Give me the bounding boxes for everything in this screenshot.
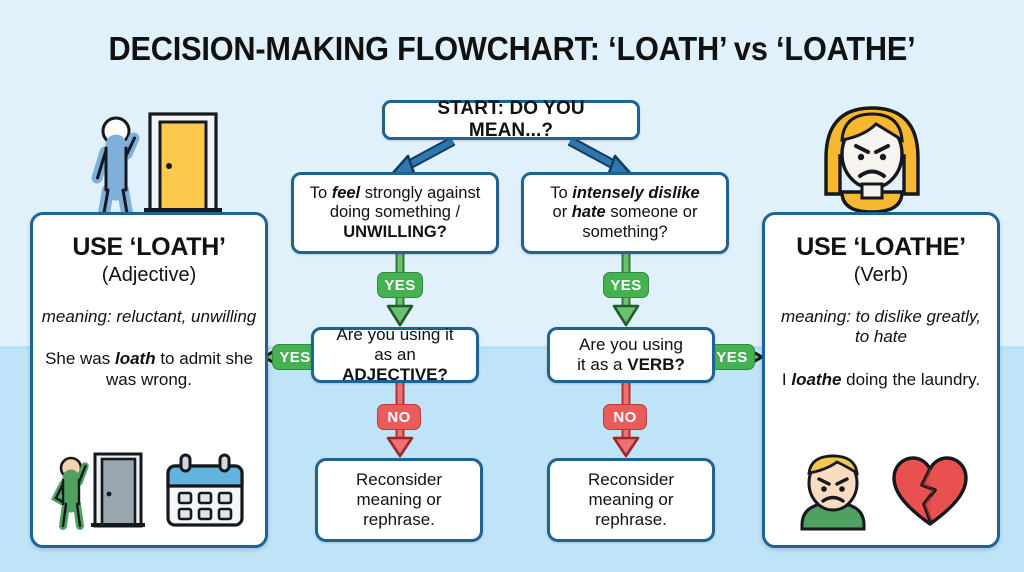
result-panel-loath-example: She was loath to admit she was wrong. — [33, 349, 265, 390]
q-right-l2-pre: or — [552, 203, 572, 222]
loathe-example-pre: I — [781, 369, 792, 389]
badge-no-left-branch: NO — [377, 404, 421, 430]
angry-face-icon — [792, 451, 874, 536]
background-seam — [0, 346, 1024, 349]
page-title: DECISION-MAKING FLOWCHART: ‘LOATH’ vs ‘L… — [108, 30, 916, 67]
start-node[interactable]: START: DO YOU MEAN...? — [382, 98, 640, 141]
d-right-l1: Are you using — [579, 334, 683, 354]
badge-yes-to-loathe-panel: YES — [709, 344, 755, 370]
loathe-example-em: loathe — [791, 369, 842, 389]
reconsider-node-right[interactable]: Reconsider meaning or rephrase. — [547, 458, 715, 542]
reconsider-node-right-label: Reconsider meaning or rephrase. — [588, 469, 674, 530]
badge-no-right-branch: NO — [603, 404, 647, 430]
result-panel-loath-art — [33, 447, 265, 539]
q-left-l1-em: feel — [331, 183, 361, 202]
q-right-l2-em: hate — [571, 203, 606, 222]
result-panel-loathe[interactable]: USE ‘LOATHE’ (Verb) meaning: to dislike … — [762, 212, 1000, 548]
loath-example-pre: She was — [45, 349, 115, 369]
badge-yes-left-branch: YES — [377, 272, 423, 298]
result-panel-loathe-example: I loathe doing the laundry. — [765, 370, 997, 391]
d-left-l1: Are you using it — [336, 324, 454, 344]
q-right-l2-post: someone or — [605, 203, 698, 222]
result-panel-loath[interactable]: USE ‘LOATH’ (Adjective) meaning: relucta… — [30, 212, 268, 548]
result-panel-loathe-subtitle: (Verb) — [853, 264, 909, 286]
loath-example-em: loath — [115, 349, 156, 369]
angry-woman-icon — [806, 96, 938, 220]
d-left-l2-strong: ADJECTIVE? — [342, 365, 448, 385]
q-left-l1-post: strongly against — [360, 183, 481, 202]
d-left-l2-pre: as an — [374, 344, 416, 364]
badge-yes-to-loath-panel: YES — [272, 344, 318, 370]
q-right-l3: something? — [582, 222, 668, 241]
person-at-door-icon — [51, 450, 147, 537]
result-panel-loathe-meaning: meaning: to dislike greatly, to hate — [780, 307, 981, 347]
loath-example-post: to admit she was wrong. — [106, 349, 253, 390]
result-panel-loath-subtitle: (Adjective) — [101, 264, 197, 286]
reconsider-node-left[interactable]: Reconsider meaning or rephrase. — [315, 458, 483, 542]
q-left-l2: doing something / — [329, 203, 461, 222]
q-left-l1-pre: To — [309, 183, 332, 202]
d-right-l2-pre: it as a — [577, 355, 628, 374]
loathe-example-post: doing the laundry. — [841, 369, 981, 389]
d-right-l2-strong: VERB? — [627, 355, 685, 374]
result-panel-loathe-title: USE ‘LOATHE’ — [796, 233, 966, 261]
calendar-icon — [163, 453, 247, 534]
person-knocking-at-yellow-door-icon — [78, 104, 238, 220]
result-panel-loathe-art — [765, 447, 997, 539]
result-panel-loath-meaning: meaning: reluctant, unwilling — [41, 307, 257, 326]
q-right-l1-pre: To — [550, 183, 573, 202]
start-node-label: START: DO YOU MEAN...? — [437, 97, 585, 141]
badge-yes-right-branch: YES — [603, 272, 649, 298]
q-right-l1-em: intensely dislike — [572, 183, 700, 202]
reconsider-node-left-label: Reconsider meaning or rephrase. — [356, 469, 442, 530]
result-panel-loath-title: USE ‘LOATH’ — [72, 233, 226, 261]
q-left-l3: UNWILLING? — [343, 222, 447, 241]
broken-heart-icon — [890, 454, 970, 533]
